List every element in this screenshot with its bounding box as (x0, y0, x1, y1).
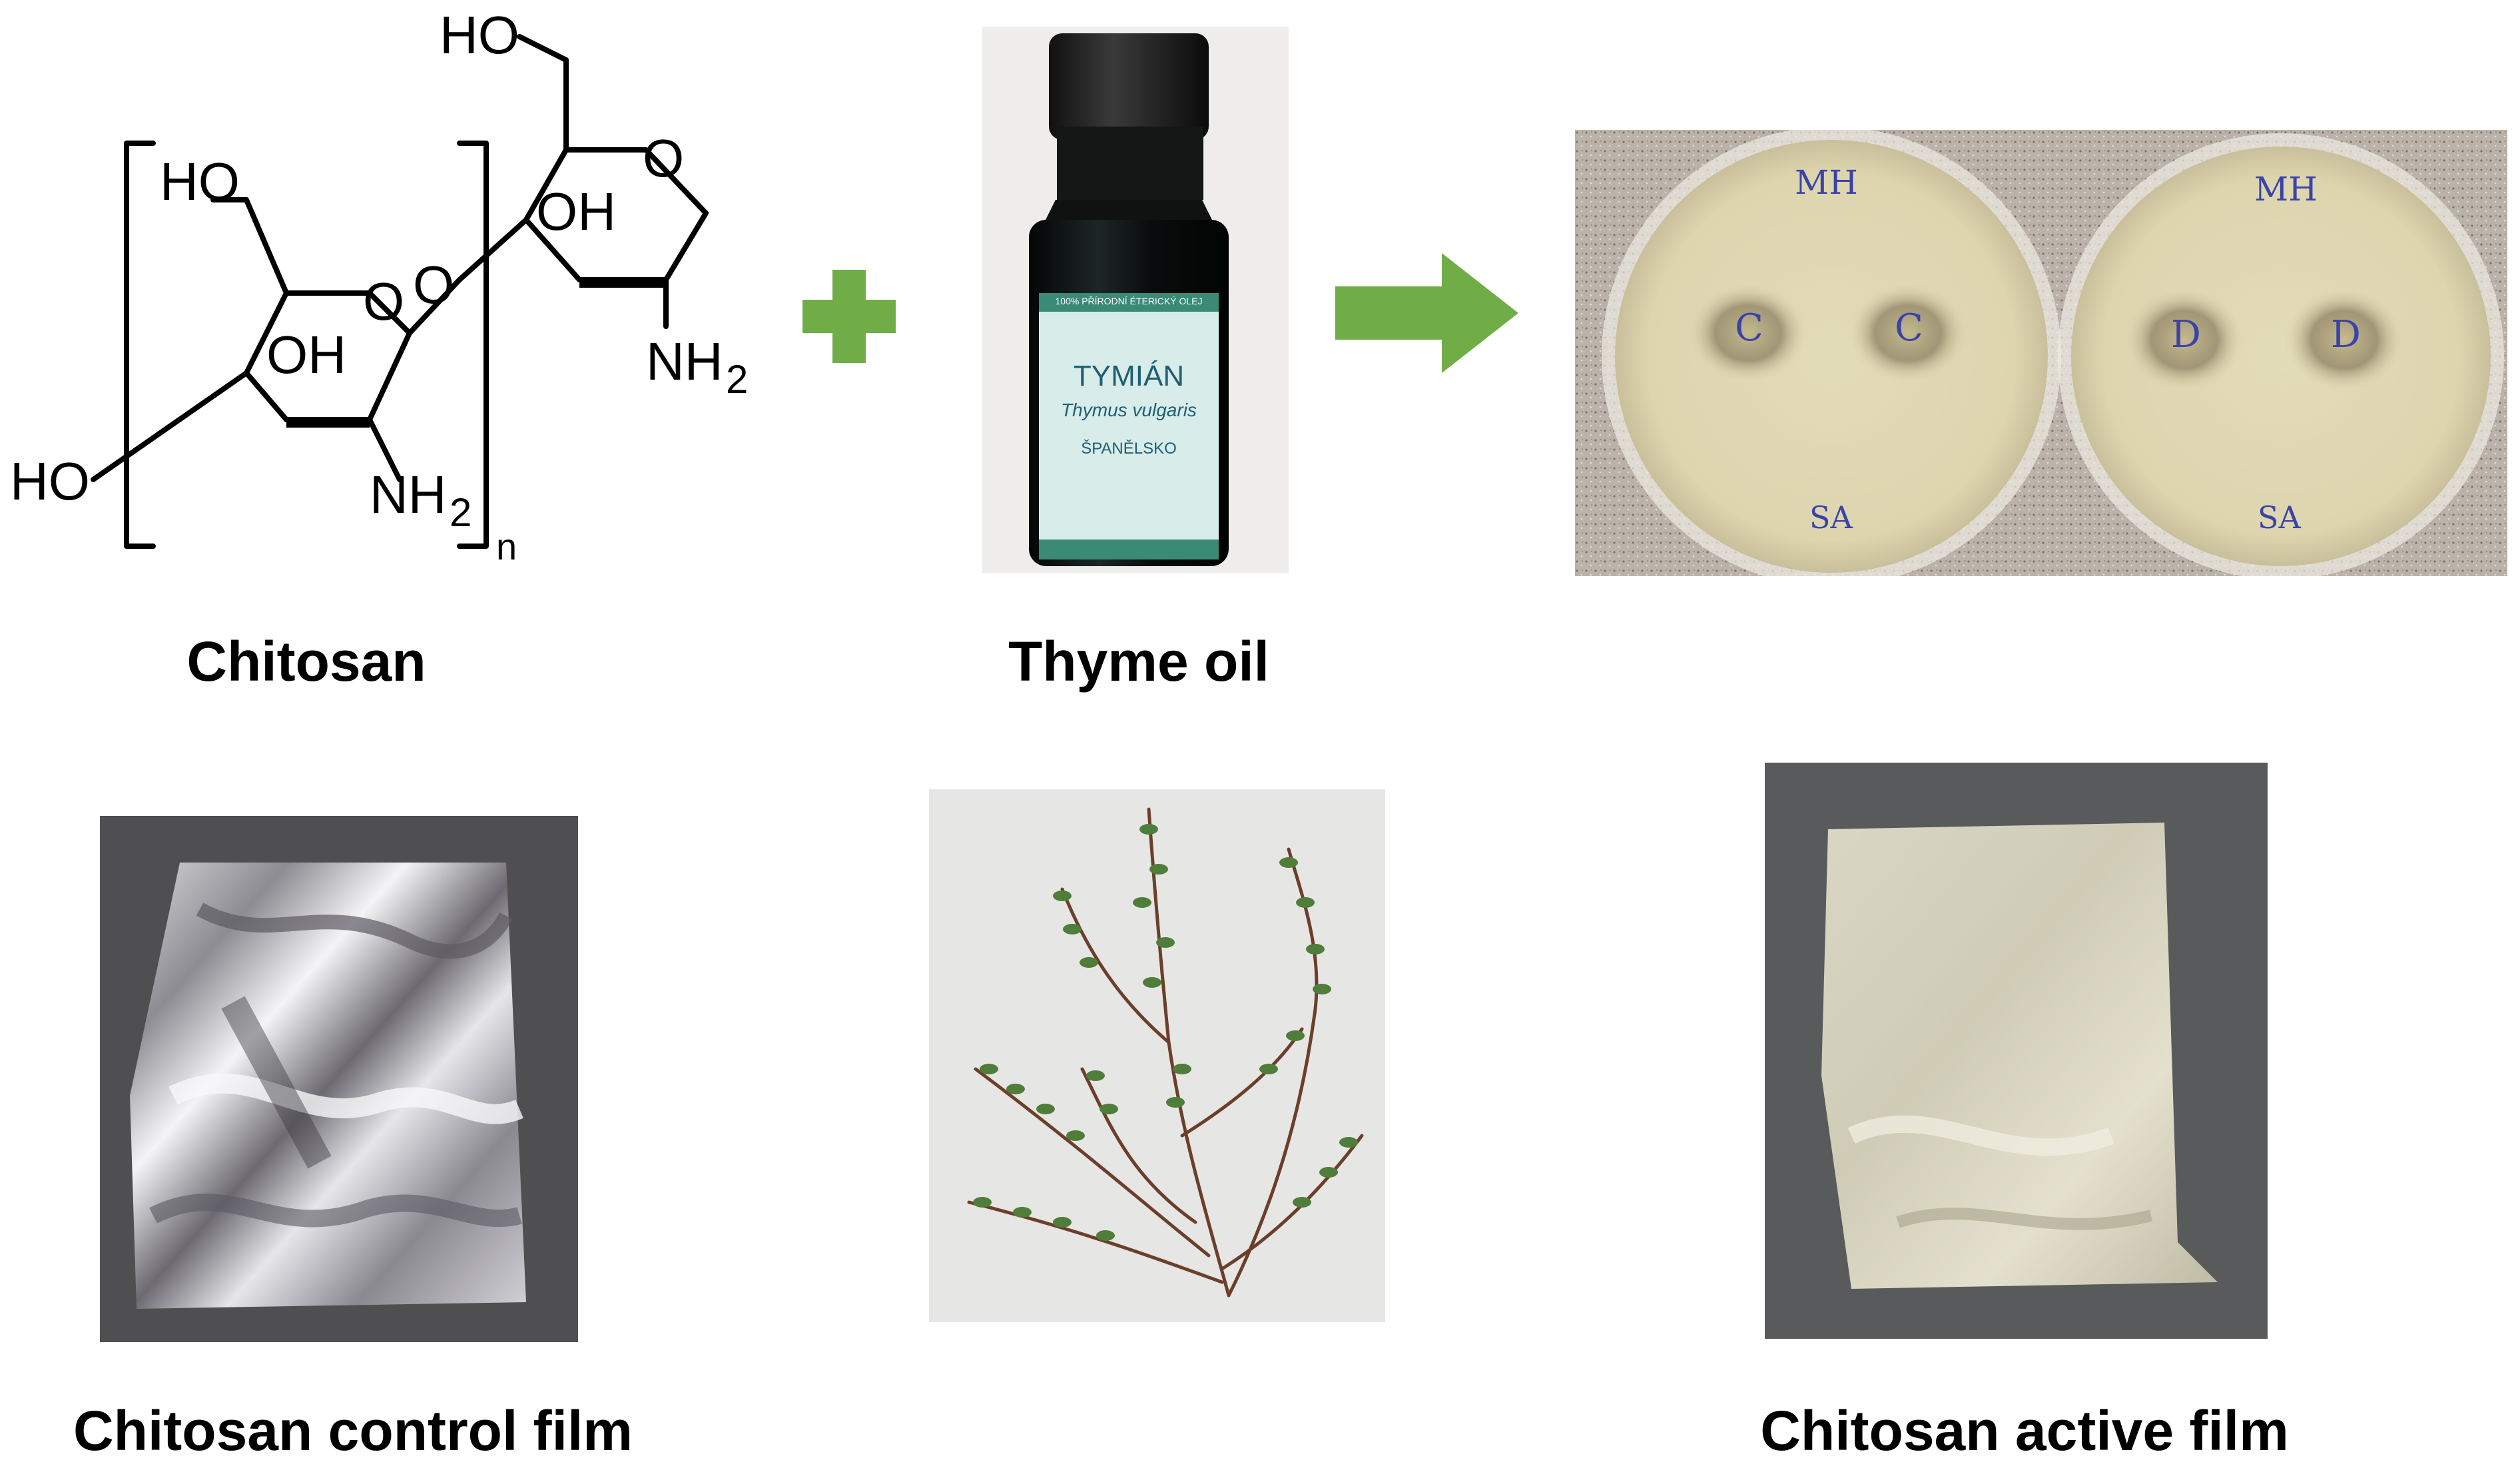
bottle-brand-line: 100% PŘÍRODNÍ ÉTERICKÝ OLEJ (1055, 296, 1203, 306)
caption-thyme-oil: Thyme oil (1008, 630, 1270, 693)
label-sub2-ring1: 2 (450, 490, 472, 535)
chitosan-structure: HO HO O OH O O OH NH 2 HO NH 2 n (10, 5, 748, 567)
caption-chitosan-control-film: Chitosan control film (73, 1399, 633, 1462)
chitosan-active-film-photo (1765, 763, 2268, 1339)
petri-right-bottom-label: SA (2258, 500, 2301, 536)
label-ho-bottom: HO (10, 452, 90, 511)
chitosan-control-film-photo (100, 816, 578, 1342)
caption-chitosan: Chitosan (186, 630, 426, 693)
bottle-origin: ŠPANĚLSKO (1081, 440, 1177, 458)
label-ho-top: HO (440, 5, 519, 65)
arrow-right-icon (1335, 253, 1518, 373)
label-oh-ring2: OH (536, 182, 616, 241)
petri-left-mark-1: C (1735, 306, 1763, 350)
petri-right-mark-1: D (2171, 313, 2201, 356)
label-o-ring2: O (643, 129, 684, 188)
label-oh-ring1: OH (266, 325, 346, 384)
label-nh2-ring2: NH (646, 332, 723, 391)
label-sub2-ring2: 2 (726, 357, 748, 402)
label-nh2-ring1: NH (370, 465, 447, 524)
thyme-oil-bottle-photo: 100% PŘÍRODNÍ ÉTERICKÝ OLEJ TYMIÁN Thymu… (982, 27, 1289, 573)
petri-right-mark-2: D (2331, 313, 2361, 356)
petri-dishes-photo: MH C C SA MH D D SA (1575, 130, 2507, 576)
label-o-ring1: O (363, 272, 404, 331)
label-o-link: O (413, 255, 454, 314)
petri-right-top-label: MH (2254, 170, 2318, 208)
label-ho-left: HO (160, 152, 240, 211)
bottle-name: TYMIÁN (1073, 360, 1185, 392)
label-n: n (496, 526, 517, 567)
caption-chitosan-active-film: Chitosan active film (1760, 1399, 2289, 1462)
plus-icon (802, 270, 896, 363)
thyme-sprig-photo (929, 789, 1385, 1322)
petri-left-top-label: MH (1795, 163, 1858, 202)
petri-left-bottom-label: SA (1809, 500, 1853, 536)
petri-left-mark-2: C (1895, 306, 1923, 350)
bottle-latin: Thymus vulgaris (1061, 400, 1197, 420)
